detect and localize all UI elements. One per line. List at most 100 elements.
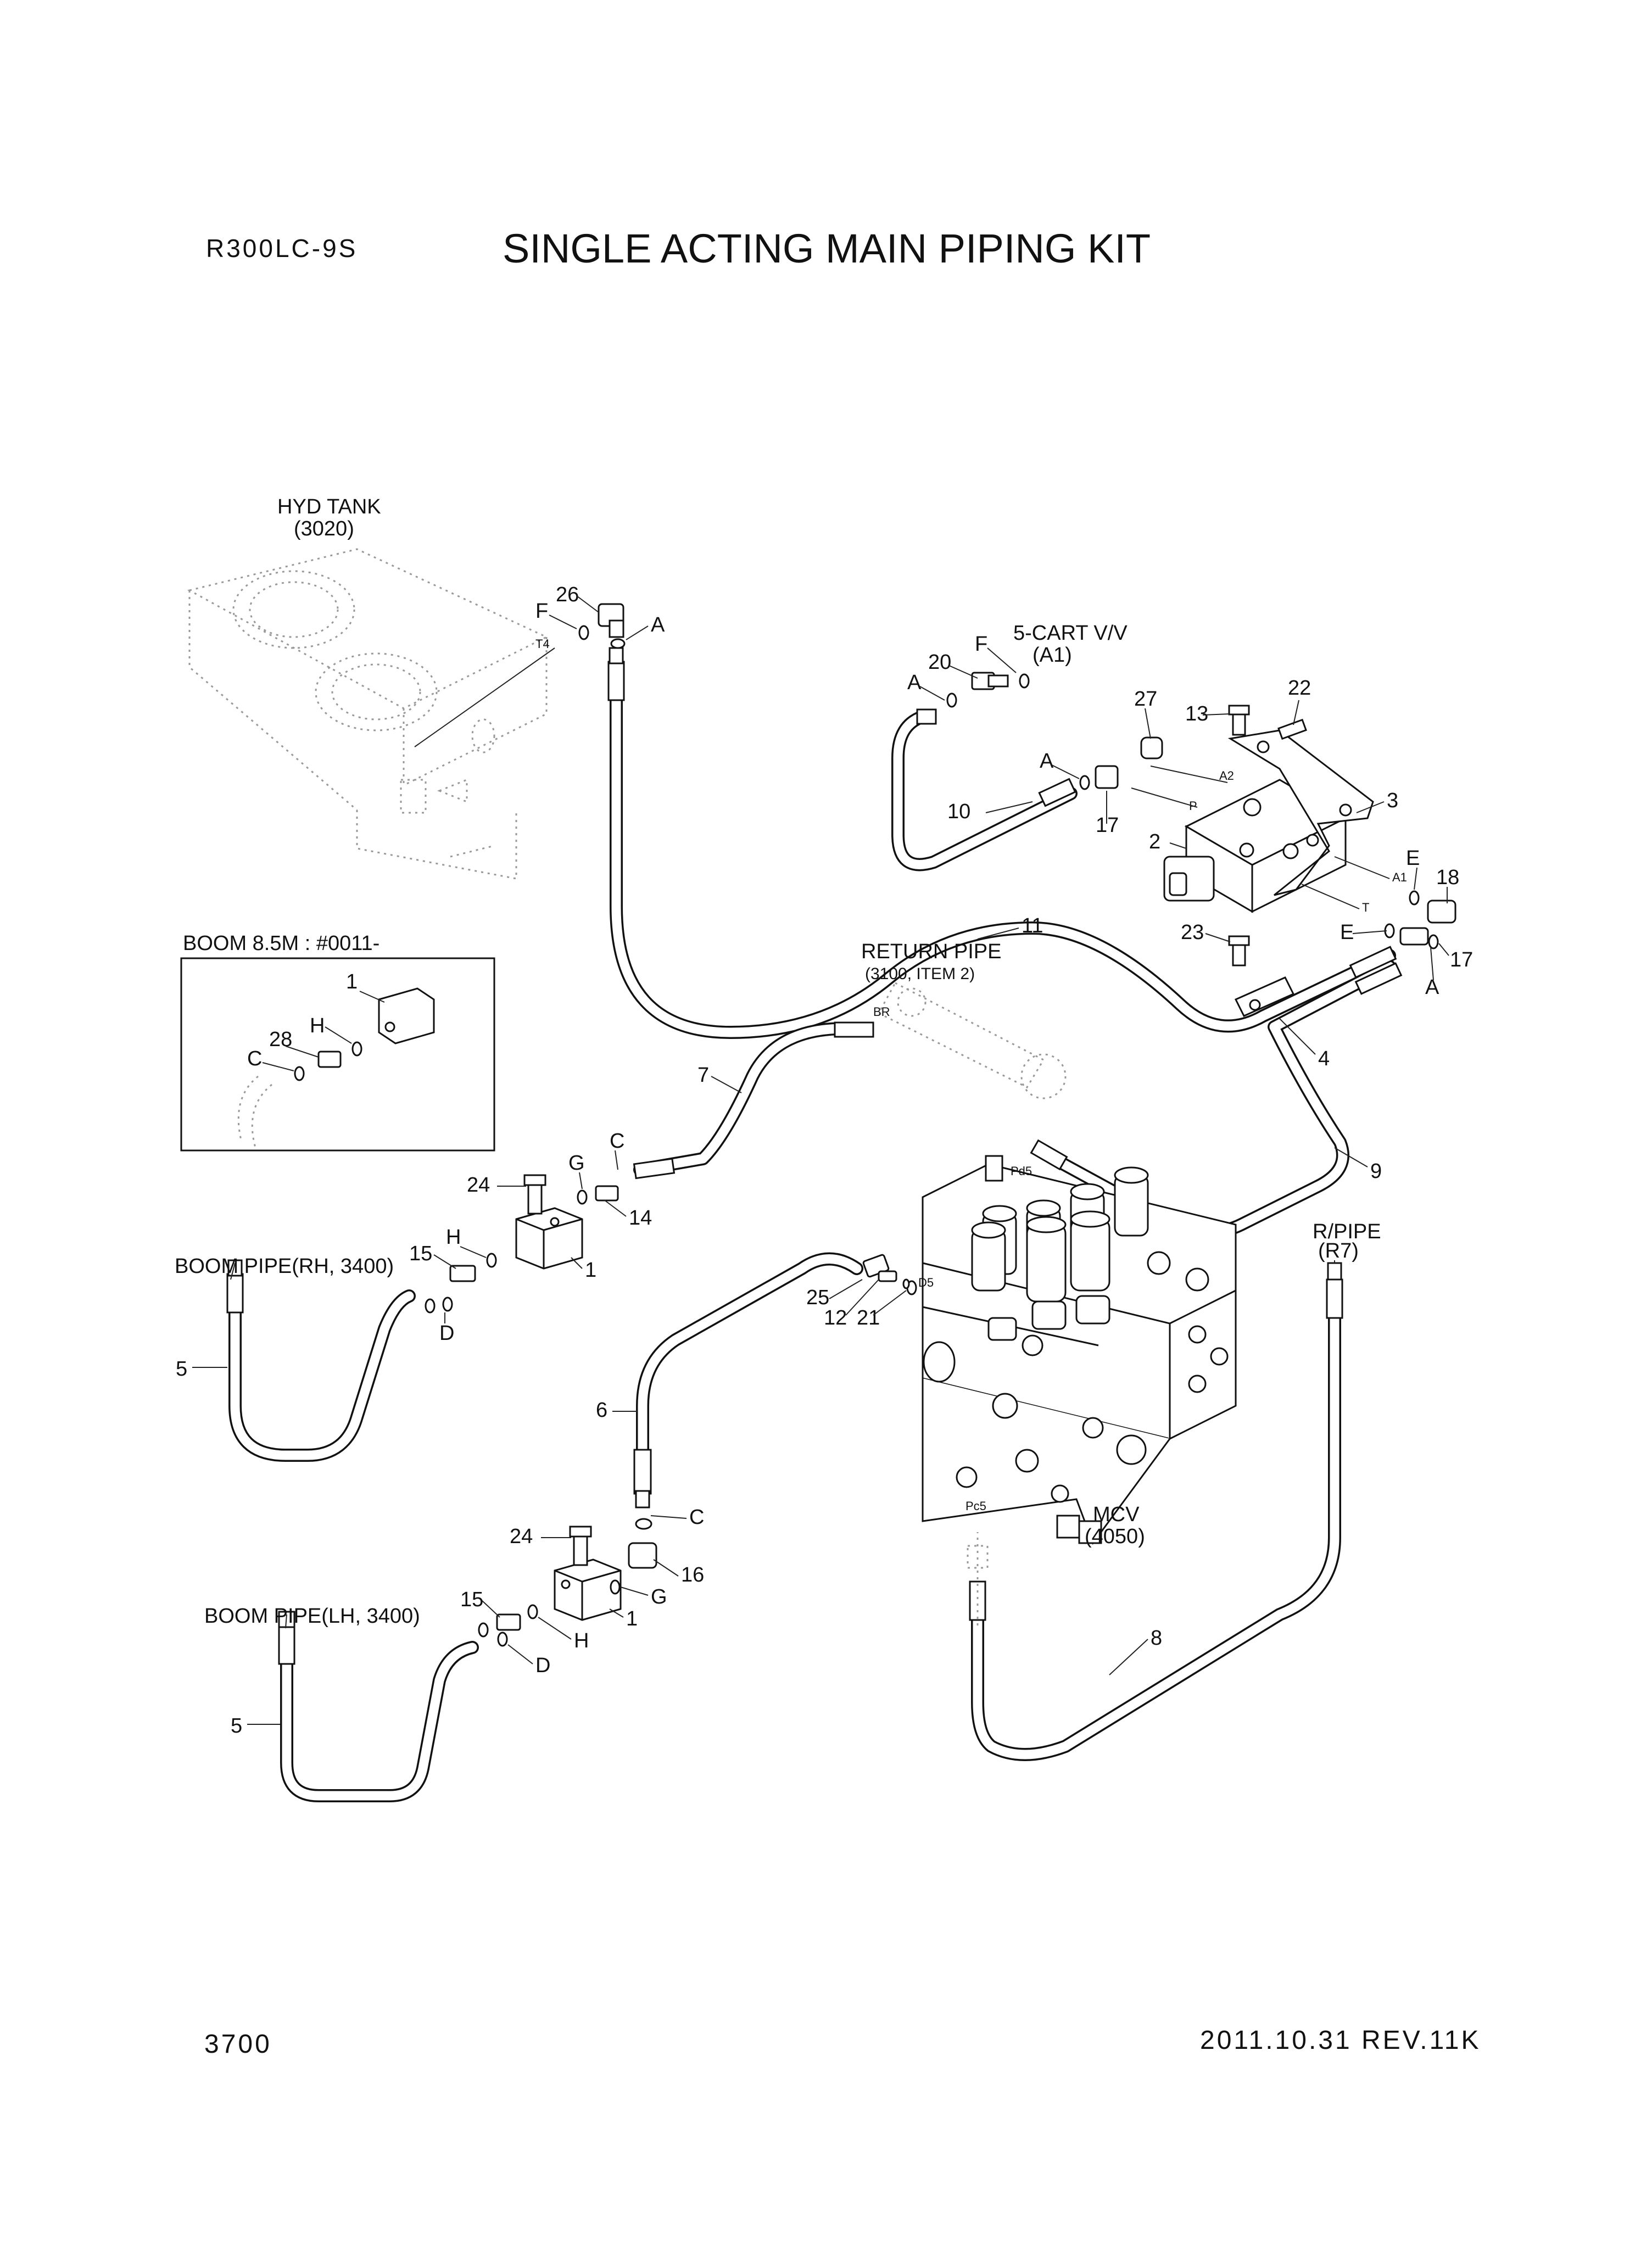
hose-10 <box>891 710 1078 871</box>
letter-f-tank: F <box>535 600 548 623</box>
item-24-upper: 24 <box>467 1174 490 1197</box>
letter-h-inset: H <box>310 1014 325 1037</box>
mcv-spools <box>971 1166 1149 1341</box>
letter-a-lower: A <box>1425 976 1439 999</box>
letter-c-lower: C <box>689 1506 704 1529</box>
item-9: 9 <box>1370 1160 1382 1183</box>
item-1-inset: 1 <box>346 970 358 993</box>
item-5-lower: 5 <box>231 1714 242 1738</box>
item-14: 14 <box>629 1206 652 1230</box>
item-1-upper: 1 <box>585 1259 596 1282</box>
item-6: 6 <box>596 1399 607 1422</box>
hose-8 <box>971 1306 1341 1761</box>
item-23: 23 <box>1181 921 1204 944</box>
item-2: 2 <box>1149 830 1160 853</box>
letter-g-lower: G <box>651 1585 667 1608</box>
letter-e-upper: E <box>1406 847 1420 870</box>
port-a2-leader <box>1150 766 1228 783</box>
letter-a-valve: A <box>1040 750 1054 773</box>
item-22: 22 <box>1288 677 1311 700</box>
mcv-ref: (4050) <box>1085 1525 1145 1548</box>
letter-d-lower: D <box>535 1654 550 1677</box>
letter-a-tank: A <box>651 613 665 636</box>
item-24-lower: 24 <box>510 1525 533 1548</box>
mcv-d5-fittings <box>862 1254 917 1295</box>
port-t4-label: T4 <box>535 637 550 651</box>
item-4: 4 <box>1318 1047 1330 1070</box>
letter-h-upper: H <box>446 1226 461 1249</box>
date-revision: 2011.10.31 REV.11K <box>1200 2026 1481 2055</box>
item-5-upper: 5 <box>176 1357 187 1381</box>
elbow-fitting-26 <box>578 603 626 649</box>
item-17-upper: 17 <box>1096 814 1119 837</box>
letter-d-upper: D <box>439 1322 454 1345</box>
port-t-label: T <box>1362 901 1369 914</box>
item-1-lower: 1 <box>626 1607 638 1630</box>
port-a1-leader <box>1334 856 1390 879</box>
mcv-pc5-ghost-fitting <box>967 1545 989 1569</box>
item-13: 13 <box>1185 702 1208 725</box>
item-27: 27 <box>1134 688 1157 711</box>
bracket-3 <box>1227 729 1374 896</box>
page-title: SINGLE ACTING MAIN PIPING KIT <box>503 226 1151 271</box>
tee-block-lower <box>478 1518 657 1647</box>
port-t-leader <box>1301 884 1360 909</box>
boom-pipe-rh-label: BOOM PIPE(RH, 3400) <box>175 1255 394 1278</box>
hose-11 <box>610 658 1396 1039</box>
item-12: 12 <box>824 1306 847 1329</box>
cart-valve-fittings <box>946 672 1456 967</box>
port-a1-label: A1 <box>1392 870 1407 884</box>
item-26: 26 <box>556 583 579 606</box>
port-br-label: BR <box>873 1005 890 1019</box>
cart-valve-label: 5-CART V/V <box>1013 622 1128 645</box>
hyd-tank-label: HYD TANK <box>277 495 381 518</box>
letter-c-upper: C <box>610 1130 624 1153</box>
r-pipe-label: R/PIPE <box>1313 1220 1381 1243</box>
hose-end-fittings <box>226 647 1403 1665</box>
letter-e-lower: E <box>1340 921 1354 944</box>
port-p-leader <box>1131 787 1198 808</box>
inset-box <box>180 957 495 1152</box>
cart-valve-ref: (A1) <box>1032 644 1072 667</box>
port-pc5-label: Pc5 <box>965 1499 986 1513</box>
return-pipe-ref: (3100, ITEM 2) <box>865 965 975 983</box>
boom-pipe-lh-label: BOOM PIPE(LH, 3400) <box>204 1605 420 1628</box>
item-21: 21 <box>857 1306 880 1329</box>
mcv-pd5-fitting <box>985 1155 1003 1182</box>
tee-block-upper <box>425 1174 619 1314</box>
item-15-lower: 15 <box>460 1588 483 1611</box>
hyd-tank-ref: (3020) <box>294 517 354 540</box>
callout-letters: F A F A A E E A H C C G H D C G H D <box>247 600 1439 1677</box>
return-pipe-ghost <box>877 981 1067 1099</box>
letter-a-cart: A <box>907 671 922 694</box>
item-16: 16 <box>681 1563 704 1586</box>
hyd-tank-ghost <box>187 548 549 880</box>
item-25: 25 <box>806 1286 829 1309</box>
letter-c-inset: C <box>247 1047 262 1070</box>
item-17-lower: 17 <box>1450 948 1473 971</box>
item-10: 10 <box>947 800 970 823</box>
hose-5-lower <box>280 1641 479 1802</box>
inset-parts <box>237 987 435 1148</box>
model-code: R300LC-9S <box>206 234 358 262</box>
port-d5-label: D5 <box>918 1276 934 1289</box>
hose-7 <box>633 1022 872 1176</box>
port-t4-leader <box>414 647 555 747</box>
item-8: 8 <box>1151 1627 1162 1650</box>
leader-lines <box>192 595 1449 1725</box>
letter-f-cart: F <box>975 633 987 656</box>
inset-title: BOOM 8.5M : #0011- <box>183 932 379 955</box>
page-number: 3700 <box>204 2030 272 2059</box>
item-11: 11 <box>1022 914 1043 937</box>
letter-g-upper: G <box>568 1152 585 1175</box>
port-a2-label: A2 <box>1219 769 1234 783</box>
port-pd5-label: Pd5 <box>1011 1164 1032 1178</box>
item-18: 18 <box>1436 866 1459 889</box>
return-pipe-label: RETURN PIPE <box>861 940 1001 963</box>
mcv-label: MCV <box>1093 1503 1140 1526</box>
hose-6 <box>636 1252 863 1500</box>
r-pipe-ref: (R7) <box>1318 1239 1359 1262</box>
item-15-upper: 15 <box>409 1242 432 1265</box>
